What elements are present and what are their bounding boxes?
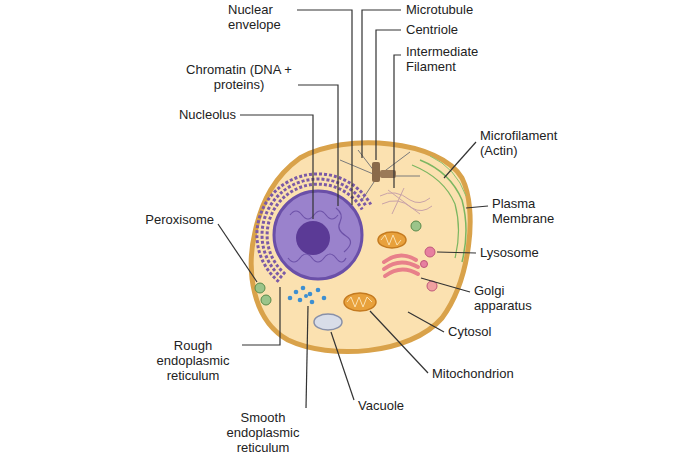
microfilament [430,156,466,196]
part-label: Smooth endoplasmic reticulum [218,410,308,455]
smooth-er-dot [308,292,313,297]
chromatin [288,208,351,262]
smooth-er [288,286,327,305]
part-label: Vacuole [358,398,404,413]
mitochondrion [378,232,406,248]
vacuole [314,314,342,330]
rough-er-sheet [257,174,371,282]
leader-line [240,115,313,219]
lysosome [421,261,428,268]
intermediate-filament [392,188,404,214]
mitochondrion-body [378,232,406,248]
leader-line [408,312,444,332]
peroxisome [255,283,265,293]
nucleolus [296,221,330,255]
leader-line [218,224,257,282]
part-label: Mitochondrion [432,366,514,381]
intermediate-filament [380,193,430,203]
centriole [372,162,380,182]
golgi-cisterna [385,269,418,276]
leader-line [331,332,354,400]
golgi-apparatus [384,255,418,276]
cristae [347,297,372,307]
lysosome [425,247,435,257]
part-label: Centriole [406,22,458,37]
leader-line [297,10,352,205]
part-label: Plasma Membrane [492,196,572,226]
smooth-er-dot [288,296,293,301]
intermediate-filaments [380,188,432,214]
smooth-er-dot [298,298,303,303]
leader-line [370,311,428,373]
intermediate-filament [382,201,432,211]
smooth-er-dot [294,290,299,295]
part-label: Cytosol [448,324,491,339]
smooth-er-dot [304,294,308,298]
leader-line [376,30,401,160]
part-label: Microfilament (Actin) [480,128,572,158]
microfilament [412,165,459,258]
leader-line [421,278,470,292]
leader-line [394,55,401,188]
part-label: Chromatin (DNA + proteins) [184,62,294,92]
microfilament [420,160,466,262]
smooth-er-dot [316,288,321,293]
part-label: Nuclear envelope [228,2,292,32]
leader-line [306,306,308,408]
smooth-er-dot [310,300,315,305]
intermediate-filament [388,190,420,214]
smooth-er-dot [322,296,327,301]
part-label: Lysosome [480,245,539,260]
leader-line [362,10,401,158]
rough-er [257,174,371,282]
chromatin-strand [336,208,351,252]
leader-line [298,85,338,206]
part-label: Microtubule [406,2,473,17]
leader-line [242,287,280,345]
part-label: Rough endoplasmic reticulum [148,338,238,383]
leader-line [466,206,488,208]
cristae [381,235,401,245]
leader-line [437,252,476,253]
smooth-er-dot [301,286,306,291]
part-label: Peroxisome [145,212,214,227]
part-label: Nucleolus [179,107,236,122]
nucleus [274,191,362,279]
chromatin-strand [288,254,346,262]
leader-line [444,142,476,178]
plasma-membrane [251,143,470,352]
part-label: Intermediate Filament [406,44,496,74]
peroxisome [411,221,421,231]
part-label: Golgi apparatus [474,283,546,313]
chromatin-strand [290,211,338,219]
mitochondrion-body [344,293,376,311]
peroxisome [261,295,271,305]
mitochondrion [344,293,376,311]
